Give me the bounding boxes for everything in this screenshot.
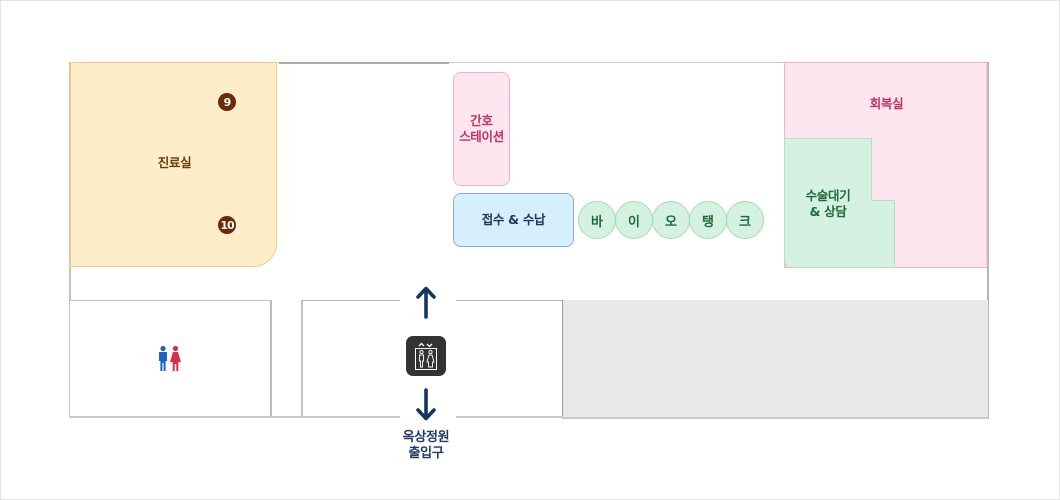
biotank[interactable]: 바 이 오 탱 크 (578, 201, 768, 241)
surgery-waiting-room[interactable] (784, 138, 895, 268)
label-line: & 상담 (809, 204, 847, 219)
nurse-station[interactable]: 간호 스테이션 (453, 72, 510, 186)
biotank-letter: 바 (578, 201, 616, 239)
biotank-letter: 탱 (689, 201, 727, 239)
wall (279, 62, 449, 64)
biotank-letter: 이 (615, 201, 653, 239)
arrow-down-icon (416, 388, 436, 421)
label-line: 스테이션 (459, 129, 504, 144)
unavailable-area (562, 300, 988, 419)
elevator-icon (415, 342, 437, 370)
recovery-room-label: 회복실 (869, 96, 904, 111)
biotank-letter: 오 (652, 201, 690, 239)
restroom[interactable] (69, 300, 272, 418)
surgery-waiting-label: 수술대기 & 상담 (784, 188, 872, 220)
wall (987, 62, 989, 419)
arrow-up-icon (416, 286, 436, 319)
exam-room[interactable]: 9 진료실 10 (70, 62, 277, 267)
rooftop-garden-exit-label: 옥상정원 출입구 (380, 430, 472, 462)
reception-label: 접수 & 수납 (481, 212, 546, 227)
label-line: 수술대기 (805, 188, 851, 203)
nurse-station-label: 간호 스테이션 (459, 113, 504, 145)
elevator[interactable] (406, 336, 446, 376)
room-number-badge: 9 (218, 93, 236, 111)
recovery-area (784, 62, 988, 268)
reception-desk[interactable]: 접수 & 수납 (453, 193, 574, 247)
restroom-icon (159, 345, 181, 371)
label-line: 옥상정원 (402, 430, 450, 445)
label-line: 간호 (470, 113, 493, 128)
wall (69, 416, 563, 418)
label-line: 출입구 (408, 446, 444, 461)
room-number-badge: 10 (218, 216, 236, 234)
wall (449, 62, 789, 63)
biotank-letter: 크 (726, 201, 764, 239)
exam-room-label: 진료실 (157, 155, 192, 170)
